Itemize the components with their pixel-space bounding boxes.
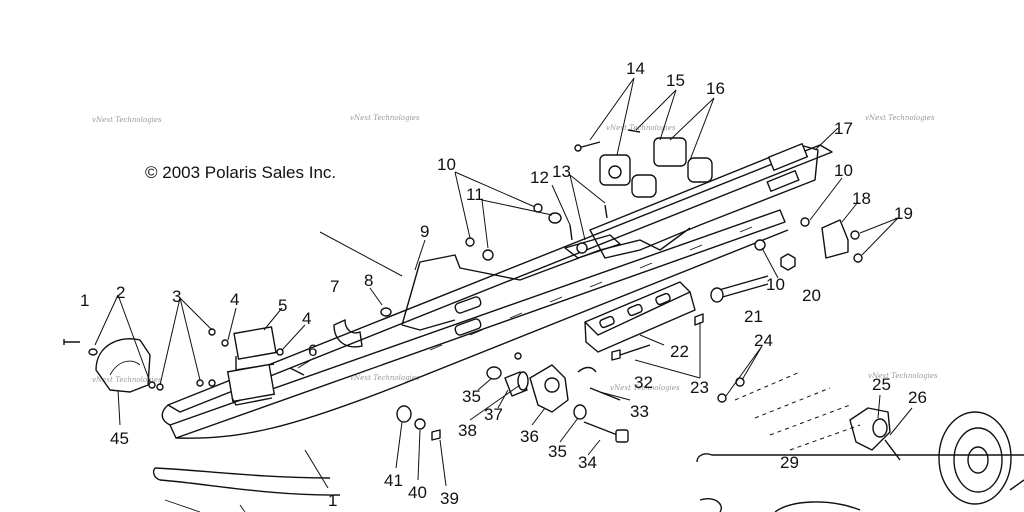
callout-32: 32: [634, 373, 653, 392]
rail-assembly-drawing: [152, 142, 833, 512]
idler-hardware-drawing: [396, 352, 629, 443]
watermark-group: vNext Technologies vNext Technologies vN…: [92, 114, 938, 392]
watermark-text: vNext Technologies: [350, 114, 420, 122]
callout-10: 10: [834, 161, 853, 180]
callout-2: 2: [116, 283, 125, 302]
callout-26: 26: [908, 388, 927, 407]
watermark-text: vNext Technologies: [865, 114, 935, 122]
rail-cap-drawing: [88, 338, 156, 393]
callout-17: 17: [834, 119, 853, 138]
callout-38: 38: [458, 421, 477, 440]
callout-36: 36: [520, 427, 539, 446]
callout-33: 33: [630, 402, 649, 421]
upper-mount-drawing: [465, 129, 863, 361]
callout-21: 21: [744, 307, 763, 326]
callout-10: 10: [766, 275, 785, 294]
callout-24: 24: [754, 331, 773, 350]
callout-20: 20: [802, 286, 821, 305]
callout-45: 45: [110, 429, 129, 448]
callout-8: 8: [364, 271, 373, 290]
callout-11: 11: [466, 185, 484, 204]
callout-15: 15: [666, 71, 685, 90]
callout-3: 3: [172, 287, 181, 306]
callout-10: 10: [437, 155, 456, 174]
callout-7: 7: [330, 277, 339, 296]
callout-18: 18: [852, 189, 871, 208]
watermark-text: vNext Technologies: [610, 384, 680, 392]
callout-34: 34: [578, 453, 597, 472]
watermark-text: vNext Technologies: [92, 116, 162, 124]
callout-13: 13: [552, 162, 571, 181]
callout-4: 4: [302, 309, 311, 328]
copyright-notice: © 2003 Polaris Sales Inc.: [145, 163, 336, 182]
watermark-text: vNext Technologies: [868, 372, 938, 380]
watermark-text: vNext Technologies: [606, 124, 676, 132]
callout-4: 4: [230, 290, 239, 309]
callout-19: 19: [894, 204, 913, 223]
callout-12: 12: [530, 168, 549, 187]
watermark-text: vNext Technologies: [92, 376, 162, 384]
callout-35: 35: [462, 387, 481, 406]
callout-labels: 14 15 16 17 10 18 19 10 11 12 13 9 8 7 1…: [80, 59, 927, 510]
rear-wheel-drawing: [696, 371, 1024, 512]
callout-16: 16: [706, 79, 725, 98]
callout-41: 41: [384, 471, 403, 490]
callout-22: 22: [670, 342, 689, 361]
callout-25: 25: [872, 375, 891, 394]
callout-39: 39: [440, 489, 459, 508]
callout-1: 1: [80, 291, 89, 310]
leader-lines: [94, 77, 913, 489]
callout-9: 9: [420, 222, 429, 241]
watermark-text: vNext Technologies: [350, 374, 420, 382]
callout-35: 35: [548, 442, 567, 461]
callout-40: 40: [408, 483, 427, 502]
callout-14: 14: [626, 59, 645, 78]
callout-5: 5: [278, 296, 287, 315]
callout-29: 29: [780, 453, 799, 472]
callout-23: 23: [690, 378, 709, 397]
callout-6: 6: [308, 341, 317, 360]
callout-1: 1: [328, 491, 337, 510]
small-hardware-drawing: [63, 307, 392, 406]
callout-37: 37: [484, 405, 503, 424]
